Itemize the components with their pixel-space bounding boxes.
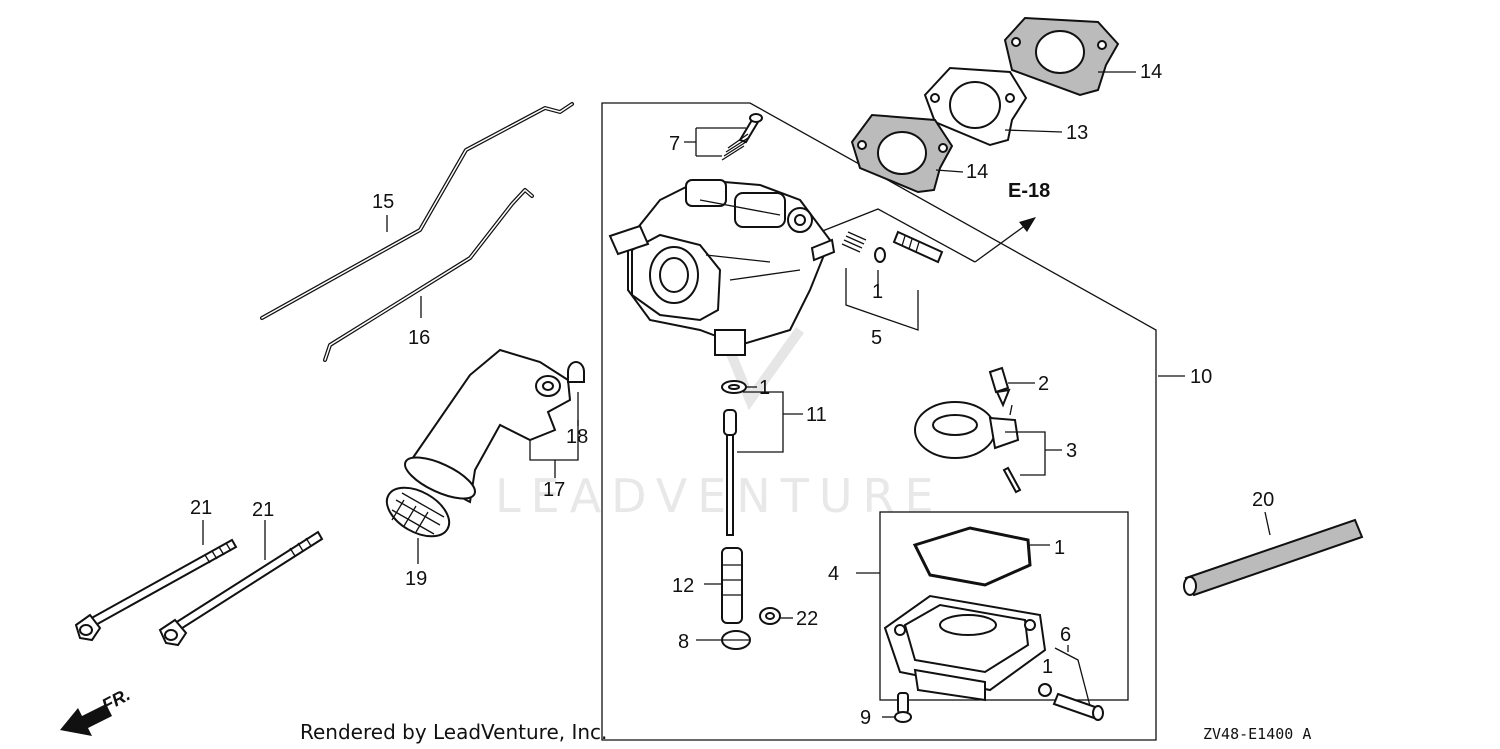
callout-c6: 6	[1060, 624, 1071, 646]
pilot-screw-bracket	[845, 268, 919, 331]
callout-c14b: 14	[966, 161, 988, 183]
callout-c19: 19	[405, 568, 427, 590]
drain-screw	[1038, 683, 1104, 721]
drain-bracket	[1054, 647, 1091, 707]
leader-lines	[202, 71, 1271, 718]
main-nozzle	[721, 547, 743, 624]
bolt-left	[74, 538, 238, 642]
carburetor-insulator	[923, 66, 1028, 147]
callout-c1a: 1	[872, 281, 883, 303]
throttle-rod	[260, 102, 574, 320]
callout-c1b: 1	[759, 377, 770, 399]
callout-c8: 8	[678, 631, 689, 653]
callout-c13: 13	[1066, 122, 1088, 144]
jet-bracket	[737, 391, 784, 453]
collar-18	[567, 361, 585, 383]
callout-c7: 7	[669, 133, 680, 155]
footer-credit: Rendered by LeadVenture, Inc.	[300, 720, 607, 744]
needle-jet-holder	[723, 409, 737, 536]
callout-c11: 11	[806, 404, 827, 426]
callout-c1c: 1	[1054, 537, 1065, 559]
main-jet	[721, 630, 751, 650]
callout-c2: 2	[1038, 373, 1049, 395]
air-cleaner-elbow	[404, 348, 572, 504]
float-valve	[988, 366, 1011, 408]
callout-c5: 5	[871, 327, 882, 349]
watermark-text: LEADVENTURE	[495, 469, 944, 523]
air-screen	[385, 486, 451, 538]
callout-c22: 22	[796, 608, 818, 630]
plug-bolt	[759, 607, 781, 625]
float-chamber	[883, 594, 1047, 702]
reference-arrow-line	[974, 221, 1031, 263]
callout-c21b: 21	[252, 499, 274, 521]
front-direction-arrow	[60, 704, 112, 736]
bolt-right	[158, 530, 324, 647]
float-chamber-box	[879, 511, 1129, 701]
float-bracket	[1005, 431, 1046, 476]
choke-rod	[323, 188, 534, 362]
float-chamber-gasket	[912, 526, 1032, 587]
insulator-gasket-upper	[1003, 16, 1120, 97]
carburetor-body	[608, 178, 836, 356]
insulator-gasket-lower	[850, 113, 954, 194]
callout-c1d: 1	[1042, 656, 1053, 678]
callout-c4: 4	[828, 563, 839, 585]
o-ring-small	[721, 380, 747, 394]
float-pin	[1002, 466, 1022, 494]
callout-c14a: 14	[1140, 61, 1162, 83]
reference-bracket	[819, 208, 976, 263]
callout-c17: 17	[543, 479, 565, 501]
callout-c10: 10	[1190, 366, 1212, 388]
callout-c9: 9	[860, 707, 871, 729]
pilot-screw-set	[841, 230, 944, 264]
chamber-screw	[894, 692, 912, 723]
callout-c21a: 21	[190, 497, 212, 519]
reference-arrow-head	[1019, 217, 1036, 232]
reference-label: E-18	[1008, 180, 1050, 202]
throttle-stop-screw	[721, 113, 763, 161]
callout-c12: 12	[672, 575, 694, 597]
callout-c20: 20	[1252, 489, 1274, 511]
fuel-tube	[1183, 518, 1364, 597]
float	[914, 401, 1020, 459]
callout-c18: 18	[566, 426, 588, 448]
callout-c15: 15	[372, 191, 394, 213]
callout-c16: 16	[408, 327, 430, 349]
diagram-code: ZV48-E1400 A	[1203, 725, 1311, 743]
callout-c3: 3	[1066, 440, 1077, 462]
assembly-boundary	[601, 102, 1157, 741]
